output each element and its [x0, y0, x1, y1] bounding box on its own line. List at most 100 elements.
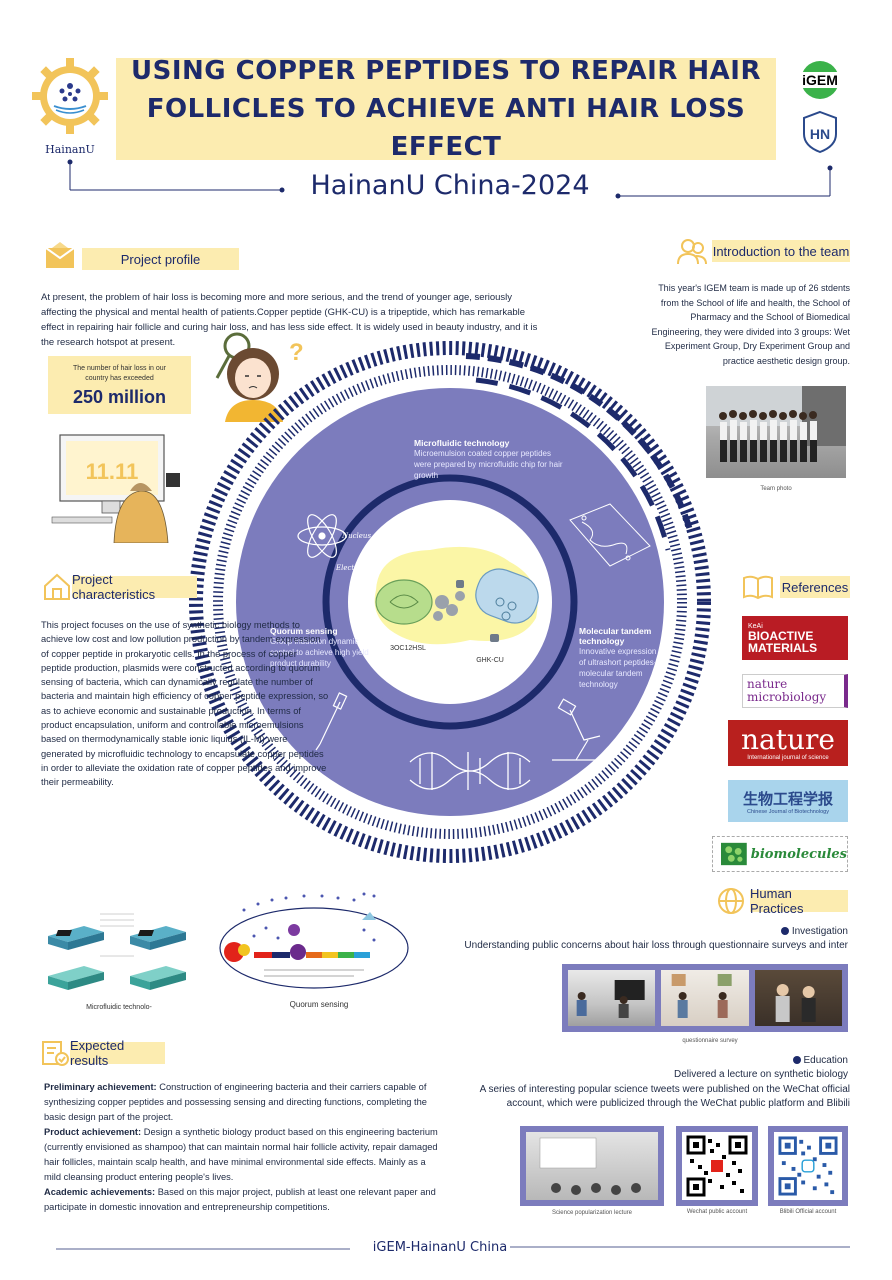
ref-nature-microbiology: nature microbiology	[742, 674, 848, 708]
ref-nature-text: nature	[741, 723, 835, 756]
qr-code-icon	[686, 1135, 748, 1197]
ref-chinese-text: 生物工程学报	[742, 790, 833, 808]
microfluidic-chip-icon	[569, 503, 651, 567]
screen-text: 11.11	[86, 459, 139, 484]
expected-results-text: Preliminary achievement: Construction of…	[44, 1080, 444, 1215]
expected-p1-bold: Preliminary achievement:	[44, 1082, 157, 1092]
dna-icon	[409, 752, 531, 790]
education-text-2: A series of interesting popular science …	[479, 1084, 850, 1109]
expected-p2-bold: Product achievement:	[44, 1127, 142, 1137]
people-icon	[676, 236, 707, 266]
quorum-block: Quorum sensing Group induction dynamic c…	[270, 626, 370, 669]
shield-logo-icon: HN	[803, 110, 837, 154]
ref-chinese-sub: Chinese Journal of Biotechnology	[747, 808, 829, 815]
ref-chinese-journal: 生物工程学报 Chinese Journal of Biotechnology	[728, 780, 848, 822]
questionnaire-photo-1	[568, 970, 656, 1026]
questionnaire-photos	[562, 964, 848, 1032]
section-label-characteristics: Project characteristics	[72, 572, 197, 602]
microfluidic-figure	[44, 908, 194, 1000]
bullet-dot-icon	[781, 927, 790, 936]
characteristics-text: This project focuses on the use of synth…	[41, 620, 329, 788]
checklist-icon	[40, 1038, 70, 1068]
globe-icon	[716, 886, 746, 916]
expected-p3: Academic achievements: Based on this maj…	[44, 1185, 444, 1215]
education-text-1: Delivered a lecture on synthetic biology	[674, 1069, 848, 1080]
section-label-team: Introduction to the team	[712, 240, 850, 262]
lecture-photo-frame	[520, 1126, 664, 1206]
ref-bioactive-materials: KeAi BIOACTIVE MATERIALS	[742, 616, 848, 660]
quorum-figure-caption: Quorum sensing	[289, 1000, 349, 1009]
stat-value: 250 million	[72, 387, 167, 407]
quorum-figure	[214, 890, 414, 994]
expected-p1: Preliminary achievement: Construction of…	[44, 1080, 444, 1125]
university-label: HainanU	[45, 143, 95, 156]
svg-text:?: ?	[289, 339, 304, 366]
expected-p2-text: Design a synthetic biology product based…	[44, 1127, 438, 1182]
expected-p1-text: Construction of engineering bacteria and…	[44, 1082, 427, 1122]
section-label-expected: Expected results	[70, 1038, 165, 1068]
team-text: This year's IGEM team is made up of 26 s…	[651, 283, 850, 366]
center-diagram: 3OC12HSL GHK-CU Nucleus Electron	[189, 341, 711, 863]
questionnaire-photo-2	[661, 970, 749, 1026]
stat-box: The number of hair loss in our country h…	[48, 356, 191, 414]
page-subtitle: HainanU China-2024	[310, 170, 590, 201]
bilibili-qr-code	[774, 1132, 842, 1200]
ref-nature-sub: International journal of science	[747, 755, 829, 761]
stat-caption: The number of hair loss in our country h…	[73, 365, 166, 382]
hn-logo: HN	[802, 110, 838, 154]
igem-logo: iGEM	[794, 58, 846, 102]
microfluidic-figure-caption: Microfluidic technolo-	[86, 1004, 152, 1011]
header-connector-lines	[67, 159, 833, 199]
team-photo-caption: Team photo	[760, 486, 792, 492]
lecture-photo	[526, 1132, 658, 1200]
outer-dash-arc-2	[475, 377, 671, 551]
section-label-human-practices: Human Practices	[750, 886, 848, 916]
tandem-title: Molecular tandem technology	[579, 626, 652, 646]
outer-tick-ring	[189, 341, 711, 863]
inner-ring	[322, 474, 578, 730]
biomolecules-logo-icon	[721, 842, 747, 866]
education-title: Education	[803, 1055, 848, 1066]
ref-biomolecules: biomolecules	[712, 836, 848, 872]
footer-lines	[56, 1246, 850, 1250]
shopping-computer-illustration: 11.11	[44, 425, 194, 544]
ref-bioactive-text: BIOACTIVE MATERIALS	[748, 628, 818, 655]
quorum-title: Quorum sensing	[270, 626, 338, 636]
lecture-caption: Science popularization lecture	[551, 1210, 633, 1216]
project-profile-text: At present, the problem of hair loss is …	[41, 292, 538, 348]
questionnaire-photo-3	[754, 970, 842, 1026]
igem-logo-icon: iGEM	[797, 61, 843, 99]
bilibili-qr-frame	[768, 1126, 848, 1206]
wechat-qr-frame	[676, 1126, 758, 1206]
book-icon	[742, 572, 773, 602]
title-banner: USING COPPER PEPTIDES TO REPAIR HAIR FOL…	[116, 56, 776, 162]
tandem-text: Innovative expression of ultrashort pept…	[579, 647, 657, 689]
expected-p3-text: Based on this major project, publish at …	[44, 1187, 436, 1212]
svg-text:iGEM: iGEM	[802, 72, 838, 88]
page-title: USING COPPER PEPTIDES TO REPAIR HAIR FOL…	[131, 56, 761, 162]
label-electron: Electron	[335, 564, 367, 572]
envelope-icon	[44, 240, 75, 270]
team-photo	[706, 386, 846, 478]
section-label-references: References	[780, 576, 850, 598]
pipette-icon	[315, 692, 348, 751]
ref-biomolecules-text: biomolecules	[750, 846, 847, 862]
microfluidic-block: Microfluidic technology Microemulsion co…	[414, 438, 564, 481]
qr-code-icon-2	[778, 1136, 838, 1196]
investigation-heading: Investigation	[700, 926, 848, 937]
microfluidic-text: Microemulsion coated copper peptides wer…	[414, 449, 563, 480]
atom-icon	[297, 514, 347, 558]
gear-logo-icon	[32, 58, 108, 134]
expected-p2: Product achievement: Design a synthetic …	[44, 1125, 444, 1185]
investigation-title: Investigation	[791, 926, 848, 937]
investigation-text: Understanding public concerns about hair…	[464, 940, 848, 951]
expected-p3-bold: Academic achievements:	[44, 1187, 156, 1197]
bilibili-caption: Blibili Official account	[779, 1209, 837, 1215]
ref-nature-microbiology-text: nature microbiology	[747, 677, 827, 704]
label-nucleus: Nucleus	[341, 532, 371, 540]
microscope-icon	[552, 698, 610, 761]
bullet-dot-icon-2	[792, 1056, 801, 1065]
label-ghk-cu: GHK-CU	[476, 657, 504, 664]
home-icon	[42, 572, 72, 602]
section-label-project-profile: Project profile	[82, 248, 239, 270]
